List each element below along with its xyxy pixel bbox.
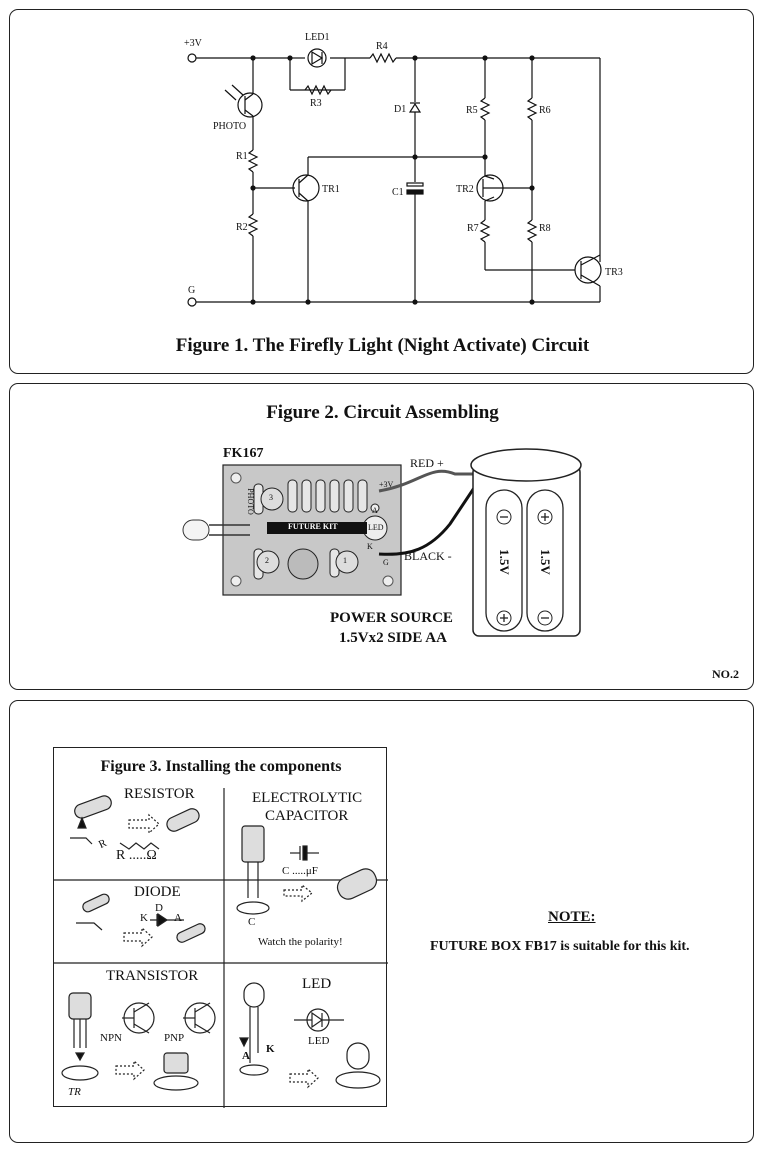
label-c1: C1 [392,187,404,198]
board-num-1: 1 [343,556,347,565]
figure2-caption: Figure 2. Circuit Assembling [266,402,499,423]
board-plus3v-label: +3V [379,480,394,489]
power-source-line2: 1.5Vx2 SIDE AA [339,630,447,646]
capacitor-heading-line2: CAPACITOR [265,808,349,824]
diode-k-label: K [140,912,148,924]
led-a-label: A [242,1050,250,1062]
battery-label-right: 1.5V [537,549,553,575]
diode-heading: DIODE [134,884,181,900]
diode-d-label: D [155,902,163,914]
board-k-label: K [367,542,373,551]
label-vplus: +3V [184,38,202,49]
components-illustration [54,788,388,1108]
pnp-label: PNP [164,1032,185,1044]
board-brand-label: FUTURE KIT [288,522,338,531]
label-r7: R7 [467,223,479,234]
led-k-label: K [266,1043,275,1055]
label-photo: PHOTO [213,121,247,132]
note-heading: NOTE: [548,909,596,925]
transistor-tr-label: TR [68,1086,81,1098]
label-tr2: TR2 [456,184,474,195]
black-wire-label: BLACK - [404,549,452,563]
led-heading: LED [302,976,332,992]
label-r6: R6 [539,105,551,116]
red-wire-label: RED + [410,456,444,470]
resistor-formula-r: R [116,848,126,863]
label-tr3: TR3 [605,267,623,278]
label-d1: D1 [394,104,407,115]
page-number: NO.2 [712,667,739,681]
capacitor-value: C .....μF [282,865,318,877]
figure3-panel: Figure 3. Installing the components RESI… [9,700,754,1143]
board-num-3: 3 [269,493,273,502]
board-led-label: LED [368,523,384,532]
transistor-heading: TRANSISTOR [106,968,199,984]
label-r3: R3 [310,98,322,109]
figure1-panel: +3V G LED1 R4 R3 PHOTO R1 R2 TR1 D1 C1 R… [9,9,754,374]
label-r2: R2 [236,222,248,233]
assembly-diagram [182,448,582,637]
label-led1: LED1 [305,32,330,43]
schematic-diagram [187,48,602,307]
figure3-title: Figure 3. Installing the components [100,758,342,775]
diode-a-label: A [174,912,182,924]
label-ground: G [188,285,196,296]
capacitor-heading-line1: ELECTROLYTIC [252,790,363,806]
resistor-formula: R .....Ω [116,848,157,864]
board-name: FK167 [223,446,264,461]
capacitor-c-label: C [248,916,256,928]
figure3-box: Figure 3. Installing the components RESI… [53,747,388,1108]
figure1-caption: Figure 1. The Firefly Light (Night Activ… [175,335,590,356]
npn-label: NPN [100,1032,123,1044]
board-photo-label: PHOTO [245,488,255,515]
label-r5: R5 [466,105,478,116]
board-a-label: A [372,506,378,515]
figure2-panel: Figure 2. Circuit Assembling [9,383,754,690]
resistor-formula-omega: Ω [146,848,157,863]
led-symbol-label: LED [308,1035,330,1047]
resistor-heading: RESISTOR [124,786,195,802]
note-text: FUTURE BOX FB17 is suitable for this kit… [430,939,690,954]
board-g-label: G [383,558,389,567]
label-r4: R4 [376,41,388,52]
label-r8: R8 [539,223,551,234]
label-tr1: TR1 [322,184,340,195]
board-num-2: 2 [265,556,269,565]
label-r1: R1 [236,151,248,162]
resistor-formula-dots: ..... [128,848,147,863]
polarity-note: Watch the polarity! [258,936,343,948]
power-source-line1: POWER SOURCE [330,610,453,626]
battery-label-left: 1.5V [496,549,512,575]
